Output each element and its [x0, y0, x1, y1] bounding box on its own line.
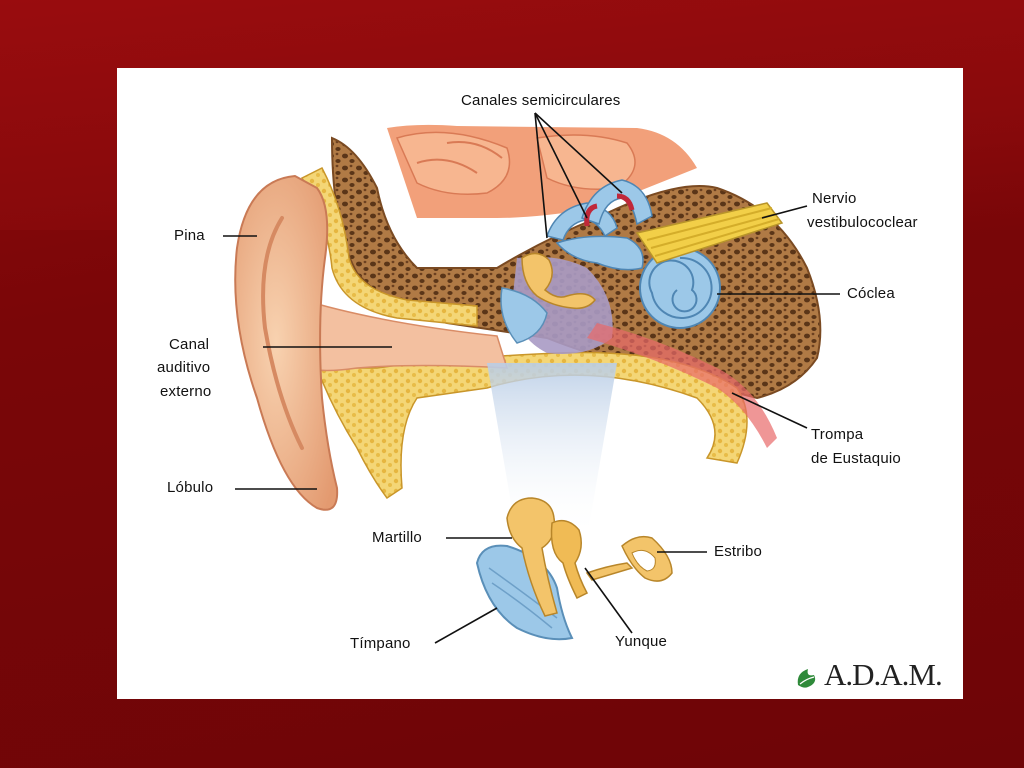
trompa-line [731, 392, 808, 429]
label-pina: Pina [174, 227, 205, 244]
canales-line-1 [534, 112, 548, 239]
hammer-shape [506, 497, 558, 617]
label-nervio: Nervio [812, 190, 857, 207]
eardrum-upper [500, 287, 548, 344]
nerve-bundle [635, 202, 784, 264]
yunque-line [584, 567, 633, 634]
inner-ear-labyrinth [546, 179, 721, 329]
ossicles-upper [521, 252, 596, 310]
canales-line-3 [534, 112, 623, 194]
label-martillo: Martillo [372, 529, 422, 546]
magnify-beam [487, 363, 617, 538]
external-canal-shape [296, 296, 509, 372]
label-externo: externo [160, 383, 212, 400]
ear-diagram-panel: Canales semicirculares Nervio vestibuloc… [117, 68, 963, 699]
magnified-ossicles [475, 497, 673, 641]
ear-anatomy-illustration [223, 112, 840, 644]
timpano-line [434, 607, 498, 644]
label-yunque: Yunque [615, 633, 668, 650]
pinna-shape [234, 174, 339, 511]
label-vestibulococlear: vestibulococlear [807, 214, 918, 231]
label-canales-semicirculares: Canales semicirculares [461, 92, 621, 109]
label-timpano: Tímpano [350, 635, 411, 652]
label-coclea: Cóclea [847, 285, 895, 302]
anvil-shape [550, 519, 589, 600]
label-auditivo: auditivo [157, 359, 211, 376]
leader-lines [223, 112, 840, 644]
upper-canal-bone [300, 167, 478, 327]
label-estribo: Estribo [714, 543, 763, 560]
label-canal: Canal [169, 336, 210, 353]
cochlea-shape [639, 247, 721, 329]
nervio-line [761, 205, 808, 219]
label-trompa: Trompa [811, 426, 864, 443]
leaf-logo-icon [797, 669, 816, 688]
adam-logo: A.D.A.M. [824, 657, 943, 692]
label-lobulo: Lóbulo [167, 479, 214, 496]
eustachian-tube [587, 323, 777, 448]
canales-line-2 [534, 112, 588, 219]
label-de-eustaquio: de Eustaquio [811, 450, 901, 467]
